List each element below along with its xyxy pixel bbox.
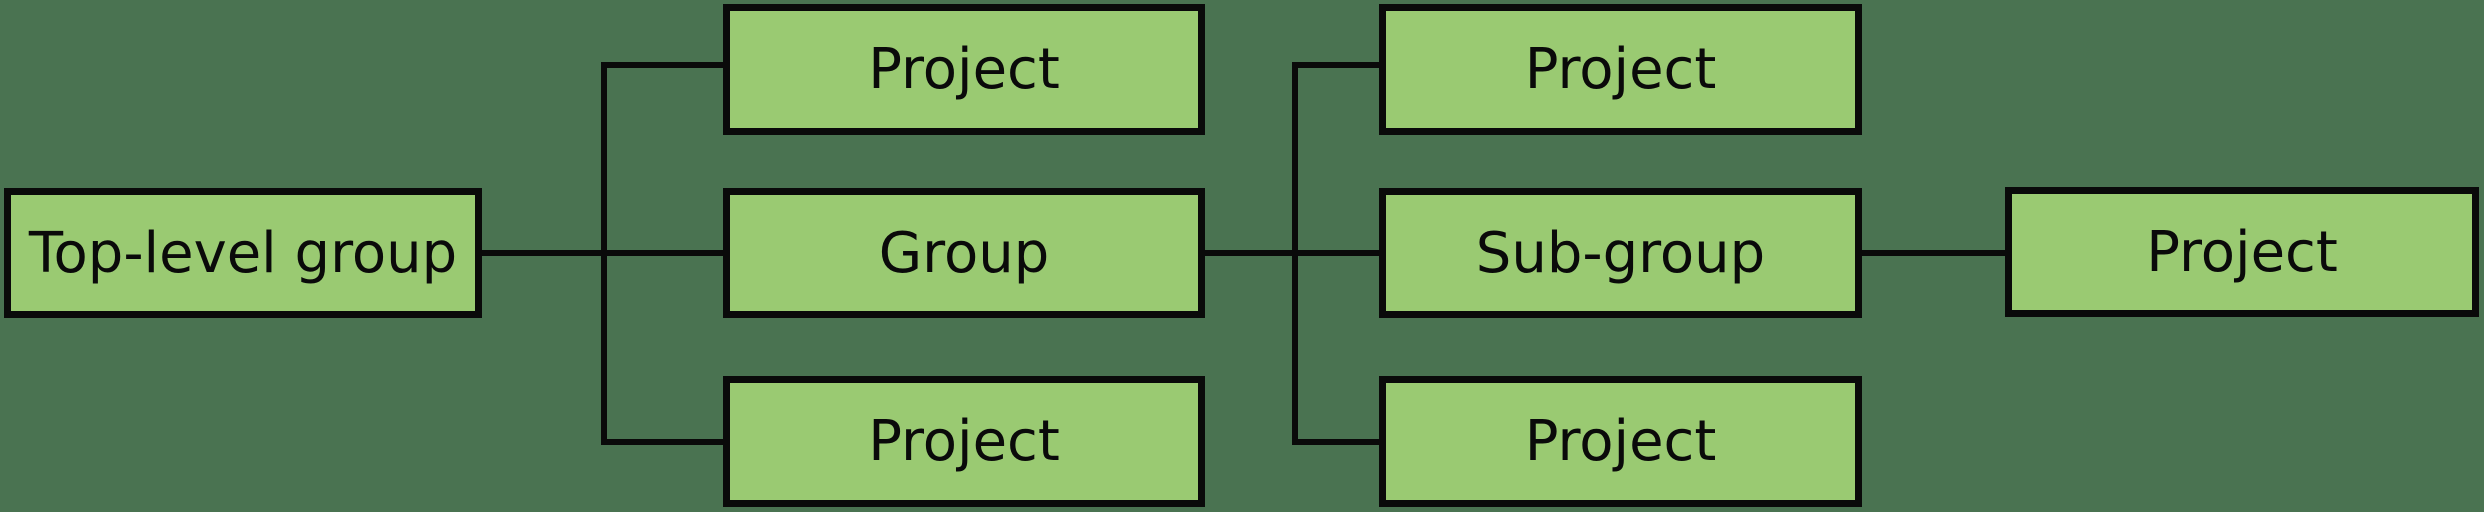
node-project-5-label: Project bbox=[2146, 219, 2338, 285]
connector-group-to-project4 bbox=[1292, 439, 1379, 445]
node-sub-group-label: Sub-group bbox=[1475, 220, 1766, 286]
connector-topgroup-to-project1 bbox=[601, 62, 723, 68]
connector-subgroup-to-project5 bbox=[1862, 250, 2005, 256]
node-sub-group: Sub-group bbox=[1379, 188, 1862, 318]
node-top-level-group-label: Top-level group bbox=[28, 220, 458, 286]
node-project-1-label: Project bbox=[868, 37, 1060, 102]
node-top-level-group: Top-level group bbox=[4, 188, 482, 318]
node-project-1: Project bbox=[723, 4, 1205, 135]
node-group: Group bbox=[723, 188, 1205, 318]
node-project-4: Project bbox=[1379, 376, 1862, 507]
connector-topgroup-to-project2 bbox=[601, 439, 723, 445]
connector-group-to-project3 bbox=[1292, 62, 1379, 68]
node-project-2-label: Project bbox=[868, 409, 1060, 474]
node-project-4-label: Project bbox=[1524, 409, 1717, 474]
node-project-5: Project bbox=[2005, 187, 2479, 317]
node-project-2: Project bbox=[723, 376, 1205, 507]
node-project-3: Project bbox=[1379, 4, 1862, 135]
node-project-3-label: Project bbox=[1524, 37, 1717, 102]
node-group-label: Group bbox=[878, 220, 1050, 286]
connector-branch2-vertical bbox=[1292, 62, 1298, 445]
connector-branch1-vertical bbox=[601, 62, 607, 445]
